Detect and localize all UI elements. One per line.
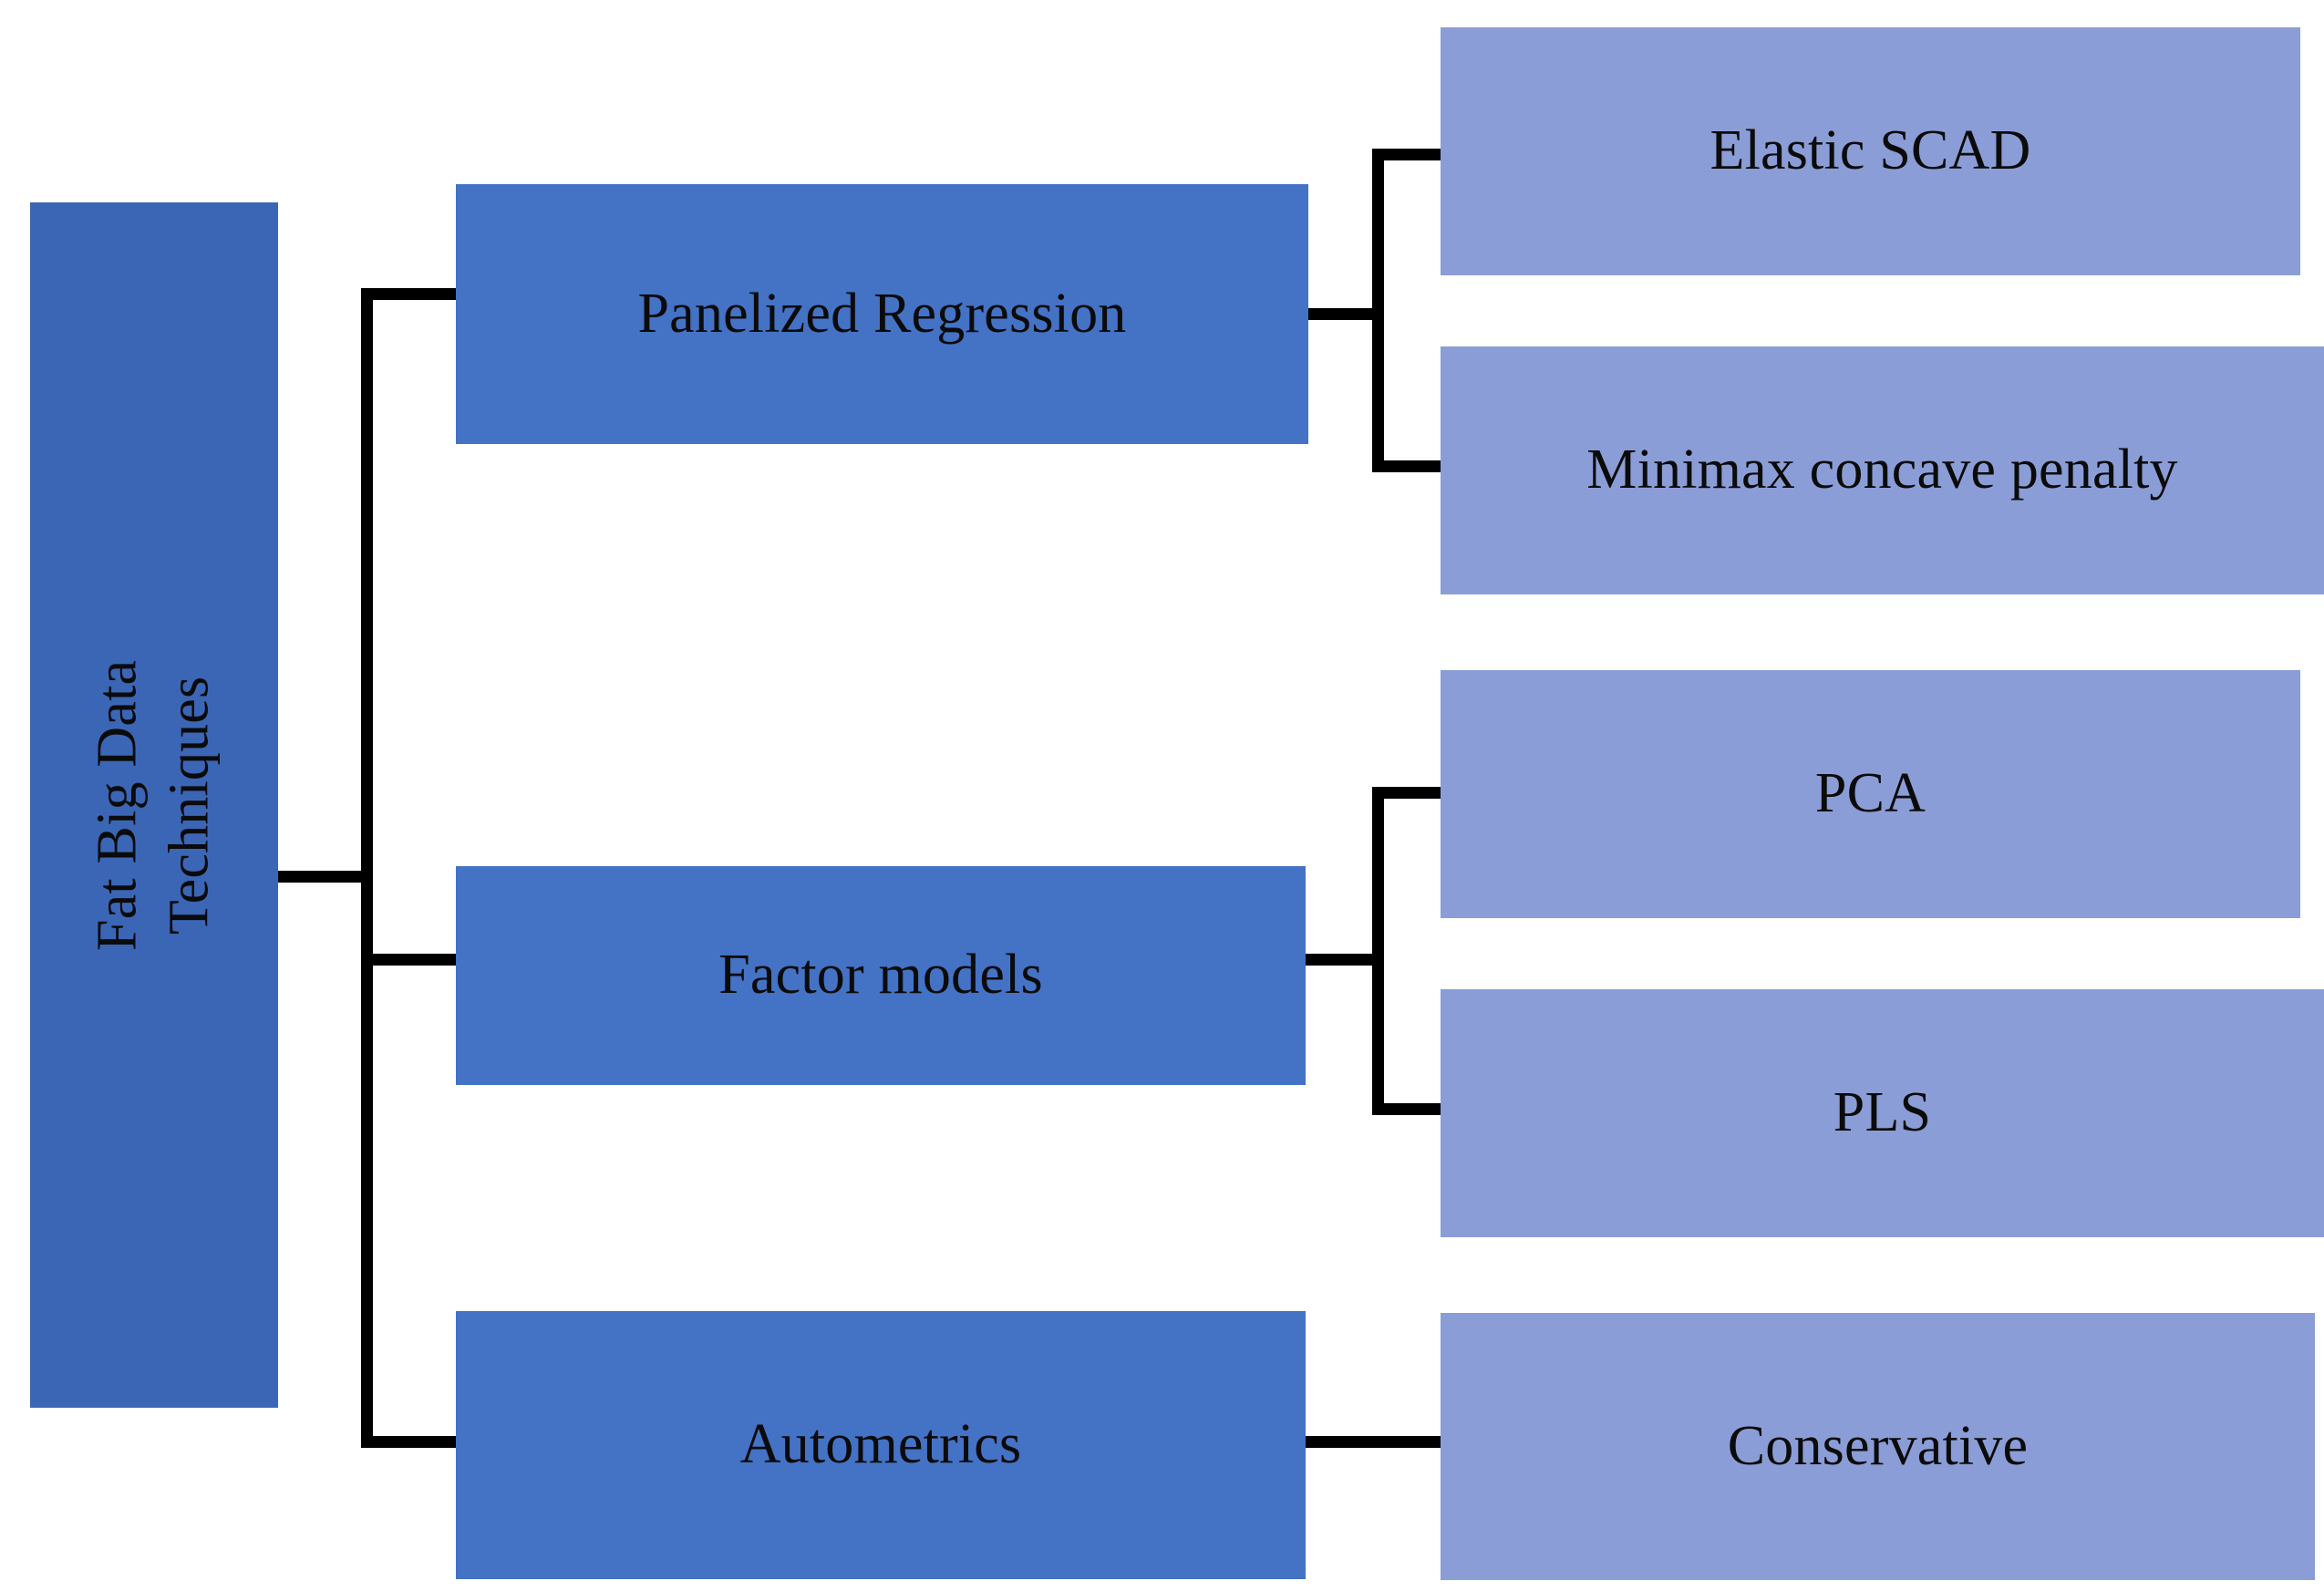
- node-root-label-line1: Fat Big Data: [86, 659, 149, 951]
- node-root[interactable]: Fat Big Data Techniques: [30, 202, 278, 1408]
- connector-branch-3-to-leaf-1: [1306, 1436, 1445, 1448]
- node-leaf-2-2[interactable]: PLS: [1441, 989, 2324, 1237]
- connector-branch-1-trunk: [1372, 149, 1384, 472]
- connector-branch-2-to-leaf-2: [1372, 1103, 1445, 1115]
- node-leaf-1-1[interactable]: Elastic SCAD: [1441, 27, 2300, 275]
- connector-branch-1-stub: [1308, 308, 1383, 320]
- node-branch-3-label: Autometrics: [739, 1413, 1022, 1476]
- node-root-label-line2: Techniques: [159, 676, 221, 935]
- connector-branch-1-to-leaf-1: [1372, 149, 1445, 160]
- connector-branch-2-stub: [1306, 954, 1383, 966]
- node-branch-1[interactable]: Panelized Regression: [456, 184, 1308, 444]
- connector-root-to-branch-1: [361, 288, 456, 300]
- node-branch-1-label: Panelized Regression: [637, 282, 1127, 345]
- node-branch-3[interactable]: Autometrics: [456, 1311, 1306, 1579]
- node-leaf-3-1[interactable]: Conservative: [1441, 1313, 2315, 1580]
- node-leaf-2-2-label: PLS: [1833, 1081, 1932, 1144]
- connector-branch-2-to-leaf-1: [1372, 787, 1445, 799]
- node-leaf-2-1[interactable]: PCA: [1441, 670, 2300, 918]
- node-root-label: Fat Big Data Techniques: [82, 659, 227, 950]
- node-branch-2-label: Factor models: [718, 944, 1043, 1007]
- connector-root-trunk: [361, 288, 373, 1448]
- node-leaf-3-1-label: Conservative: [1727, 1414, 2029, 1477]
- node-leaf-1-2[interactable]: Minimax concave penalty: [1441, 346, 2324, 594]
- connector-branch-1-to-leaf-2: [1372, 460, 1445, 472]
- node-leaf-1-2-label: Minimax concave penalty: [1586, 439, 2178, 501]
- node-branch-2[interactable]: Factor models: [456, 866, 1306, 1085]
- connector-branch-2-trunk: [1372, 787, 1384, 1115]
- connector-root-to-branch-2: [361, 954, 456, 966]
- connector-root-stub: [278, 871, 369, 883]
- node-leaf-1-1-label: Elastic SCAD: [1709, 119, 2031, 182]
- connector-root-to-branch-3: [361, 1436, 456, 1448]
- node-leaf-2-1-label: PCA: [1814, 762, 1926, 825]
